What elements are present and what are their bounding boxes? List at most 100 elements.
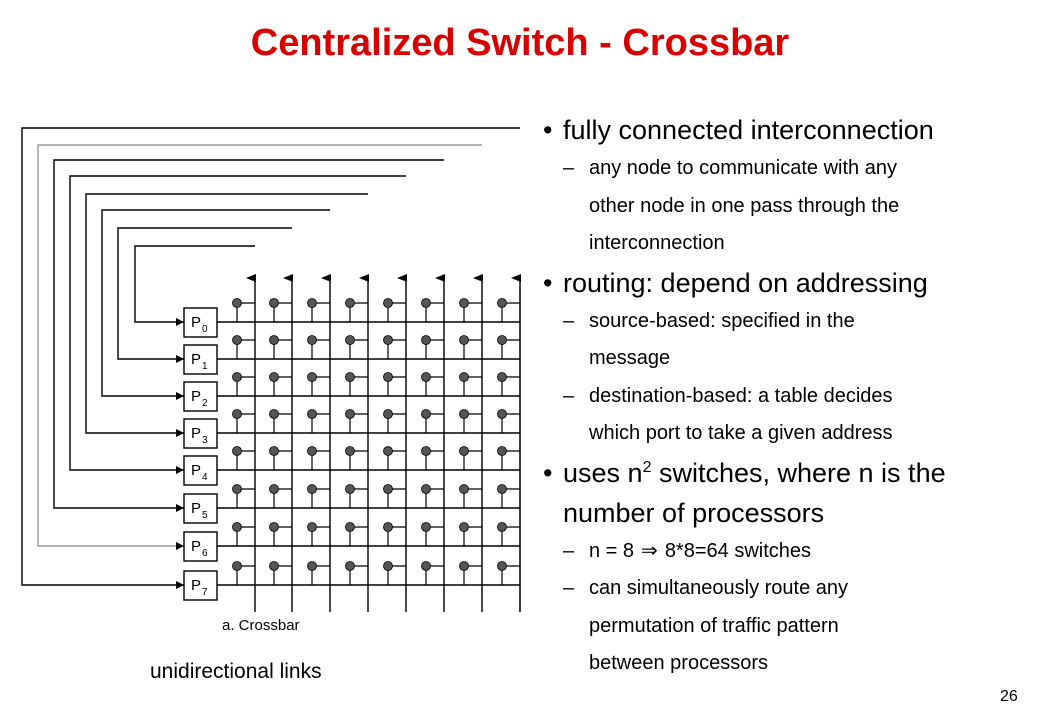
switch-point	[232, 298, 242, 308]
switch-point	[459, 298, 469, 308]
wire-arrowhead	[176, 355, 184, 363]
switch-point	[307, 298, 317, 308]
wire-arrowhead	[176, 542, 184, 550]
switch-point	[307, 372, 317, 382]
wire-arrowhead	[176, 429, 184, 437]
processor-box	[183, 344, 218, 375]
bullet-item-cont: number of processors	[543, 493, 1033, 533]
sub-text: any node to communicate with any	[589, 157, 897, 179]
wire-arrowhead	[176, 318, 184, 326]
switch-point	[383, 409, 393, 419]
switch-point	[497, 561, 507, 571]
switch-point	[459, 522, 469, 532]
bullet-text: uses n	[563, 457, 643, 488]
switch-point	[497, 484, 507, 494]
switch-point	[383, 335, 393, 345]
switch-point	[307, 561, 317, 571]
switch-point	[459, 372, 469, 382]
switch-point	[307, 409, 317, 419]
switch-point	[269, 298, 279, 308]
sub-bullet: –any node to communicate with any	[543, 150, 1033, 188]
switch-point	[421, 298, 431, 308]
switch-point	[421, 561, 431, 571]
sub-text: which port to take a given address	[589, 422, 893, 444]
sub-bullet: –n = 8⇒8*8=64 switches	[543, 533, 1033, 571]
switch-point	[269, 484, 279, 494]
processor-index: 6	[202, 548, 208, 559]
switch-point	[497, 298, 507, 308]
processor-index: 2	[202, 398, 208, 409]
processor-index: 1	[202, 361, 208, 372]
sub-bullet-cont: permutation of traffic pattern	[543, 608, 1033, 646]
bullet-item: •routing: depend on addressing	[543, 263, 1033, 303]
switch-point	[421, 484, 431, 494]
sub-bullet-cont: between processors	[543, 645, 1033, 683]
switch-point	[232, 484, 242, 494]
feedback-wire	[85, 193, 368, 434]
switch-point	[459, 484, 469, 494]
switch-point	[459, 561, 469, 571]
bullet-mark: •	[543, 267, 553, 298]
switch-point	[269, 446, 279, 456]
dash-mark: –	[563, 384, 575, 407]
feedback-wire	[117, 227, 292, 360]
switch-point	[497, 446, 507, 456]
switch-point	[232, 335, 242, 345]
processor-box	[183, 531, 218, 562]
switch-point	[497, 335, 507, 345]
switch-point	[459, 446, 469, 456]
switch-point	[307, 484, 317, 494]
feedback-wire	[37, 144, 482, 547]
sub-text: between processors	[589, 652, 768, 674]
switch-point	[421, 446, 431, 456]
sub-text: other node in one pass through the	[589, 194, 900, 217]
sub-text: destination-based: a table decides	[589, 384, 893, 407]
switch-point	[269, 409, 279, 419]
wire-arrowhead	[176, 581, 184, 589]
sub-bullet: –source-based: specified in the	[543, 303, 1033, 341]
sub-bullet: –can simultaneously route any	[543, 570, 1033, 608]
dash-mark: –	[563, 577, 575, 599]
switch-point	[232, 561, 242, 571]
feedback-wires	[21, 127, 520, 589]
sub-text: permutation of traffic pattern	[589, 614, 839, 637]
wire-arrowhead	[176, 392, 184, 400]
switch-grid	[217, 274, 521, 612]
switch-point	[383, 372, 393, 382]
switch-point	[232, 522, 242, 532]
sub-bullet: –destination-based: a table decides	[543, 378, 1033, 416]
sub-text: source-based: specified in the	[589, 309, 855, 332]
bullet-item: •uses n2 switches, where n is the	[543, 453, 1033, 493]
sub-text: can simultaneously route any	[589, 577, 849, 599]
switch-point	[497, 409, 507, 419]
switch-point	[459, 409, 469, 419]
switch-point	[345, 298, 355, 308]
switch-point	[269, 522, 279, 532]
switch-point	[345, 484, 355, 494]
processor-label: P	[191, 500, 201, 517]
switch-point	[307, 446, 317, 456]
feedback-wire	[21, 127, 520, 586]
processor-label: P	[191, 314, 201, 331]
switch-point	[345, 446, 355, 456]
wire-arrowhead	[176, 504, 184, 512]
processor-label: P	[191, 351, 201, 368]
switch-point	[421, 522, 431, 532]
page-number: 26	[1000, 688, 1018, 705]
switch-point	[345, 335, 355, 345]
processor-box	[183, 493, 218, 524]
sub-bullet-cont: which port to take a given address	[543, 415, 1033, 453]
switch-point	[497, 522, 507, 532]
bullet-text: number of processors	[563, 497, 825, 528]
processor-box	[183, 418, 218, 449]
switch-point	[232, 446, 242, 456]
processor-box	[183, 381, 218, 412]
sub-text: message	[589, 347, 671, 369]
